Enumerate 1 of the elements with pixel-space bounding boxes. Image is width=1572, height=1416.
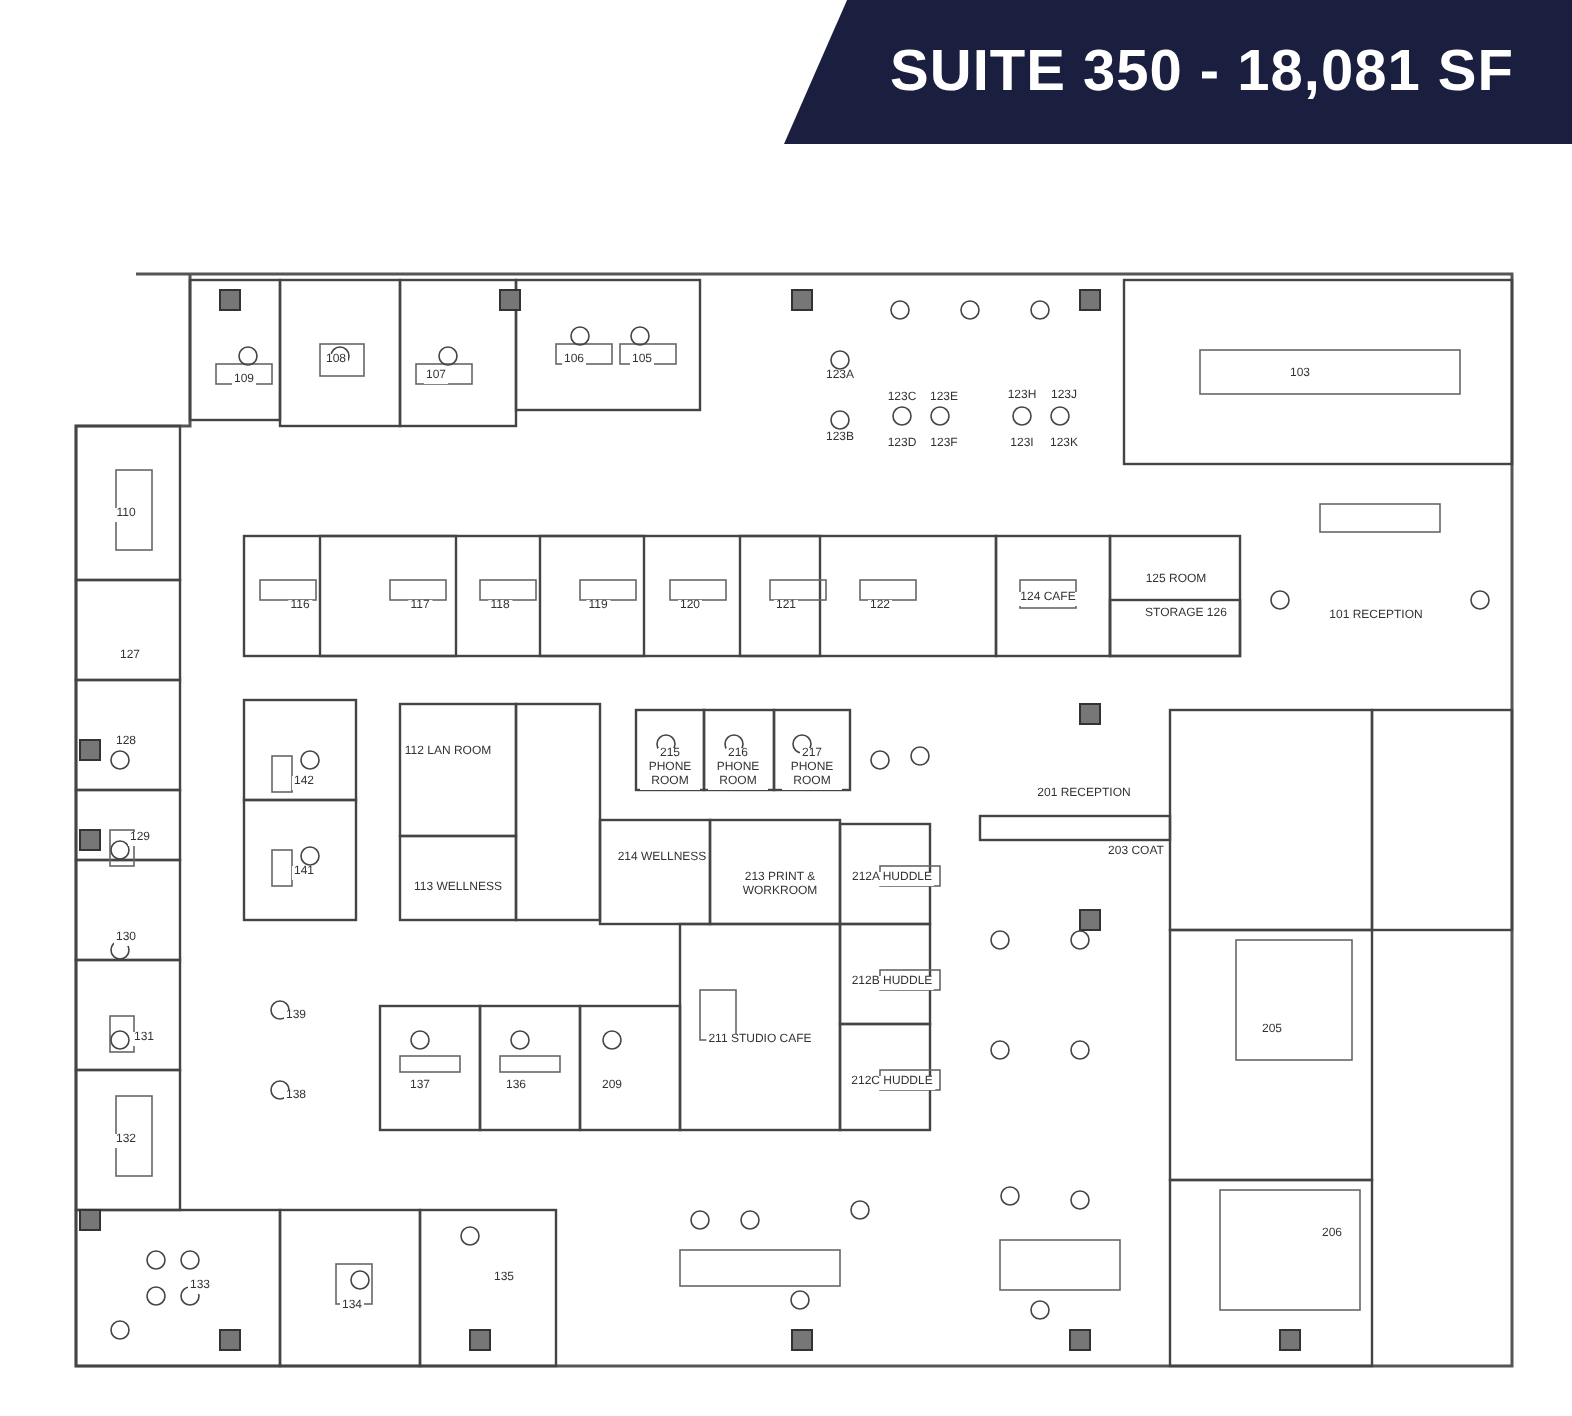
title-banner: SUITE 350 - 18,081 SF [784,0,1572,144]
